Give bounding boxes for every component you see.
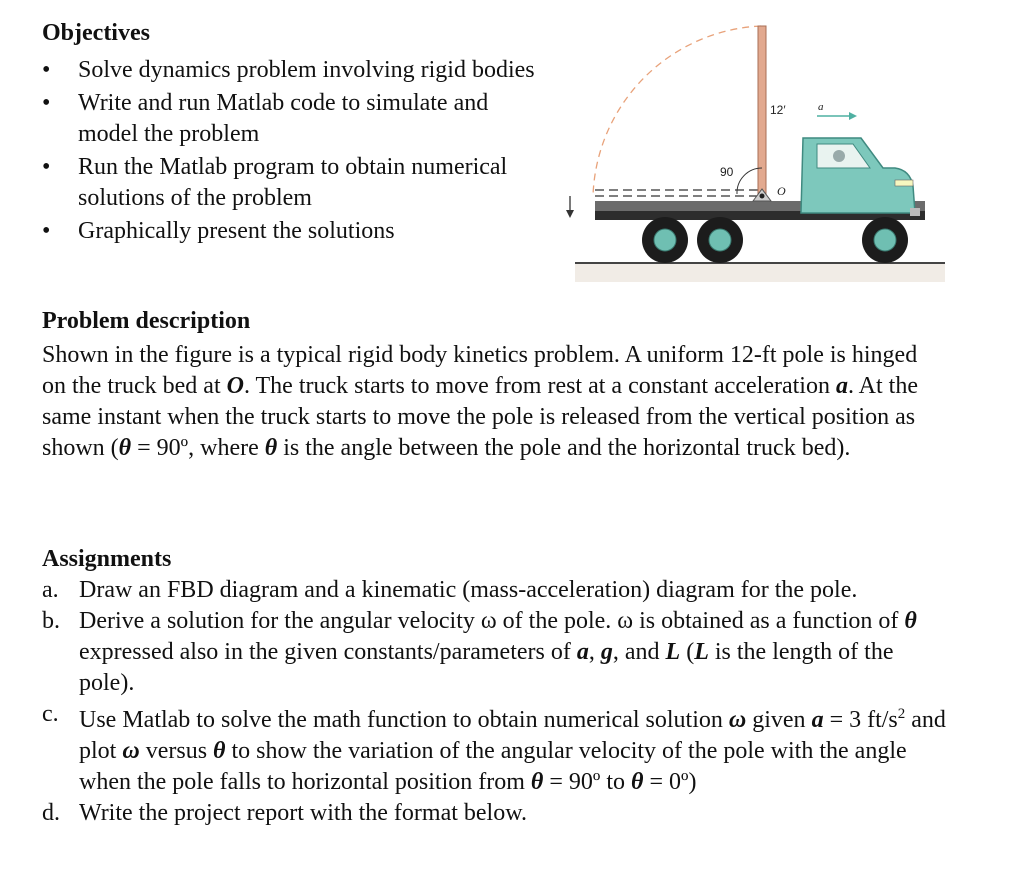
truck-bed-frame: [595, 211, 925, 220]
bullet-icon: •: [42, 90, 51, 116]
bullet-icon: •: [42, 218, 51, 244]
length-symbol: L: [694, 639, 709, 665]
assignment-text: = 0º): [643, 769, 697, 795]
angle-arc: [736, 167, 763, 195]
objective-text: Write and run Matlab code to simulate an…: [78, 90, 489, 147]
objectives-heading: Objectives: [42, 20, 150, 46]
rear-wheel-1: [642, 217, 688, 263]
theta-symbol: θ: [530, 769, 544, 795]
item-marker: a.: [42, 577, 59, 603]
problem-paragraph: Shown in the figure is a typical rigid b…: [42, 340, 942, 464]
assignment-text: to show the variation of the angular vel…: [79, 738, 907, 795]
objectives-list: • Solve dynamics problem involving rigid …: [42, 55, 542, 247]
list-item: • Graphically present the solutions: [42, 216, 542, 247]
pivot-label: O: [777, 184, 786, 198]
assignment-text: (: [680, 639, 695, 665]
objective-text: Run the Matlab program to obtain numeric…: [78, 154, 508, 211]
theta-symbol: θ: [213, 738, 226, 764]
accel-label: a: [818, 101, 824, 113]
accel-symbol: a: [811, 707, 824, 733]
theta-symbol: θ: [904, 608, 917, 634]
gravity-symbol: g: [600, 639, 613, 665]
list-item: c. Use Matlab to solve the math function …: [42, 699, 952, 798]
bumper: [910, 208, 920, 216]
pivot-dot: [759, 193, 765, 199]
headlight: [894, 179, 914, 187]
front-wheel: [862, 217, 908, 263]
bullet-icon: •: [42, 154, 51, 180]
assignment-text: is the length of the pole).: [79, 639, 894, 696]
theta-symbol: θ: [631, 769, 644, 795]
angle-label: 90: [720, 165, 734, 179]
assignment-text: = 3 ft/s: [823, 707, 898, 733]
problem-text: . The truck starts to move from rest at …: [243, 373, 836, 399]
assignment-text: Use Matlab to solve the math function to…: [79, 707, 729, 733]
superscript: 2: [897, 706, 906, 722]
length-symbol: L: [665, 639, 681, 665]
assignment-text: , and: [612, 639, 666, 665]
assignment-text: and plot: [79, 707, 946, 764]
assignment-text: Write the project report with the format…: [79, 800, 527, 826]
assignment-text: = 90º to: [543, 769, 632, 795]
truck-pole-figure: 12′ a 90 O ω: [553, 18, 950, 293]
list-item: d. Write the project report with the form…: [42, 798, 952, 829]
list-item: • Write and run Matlab code to simulate a…: [42, 88, 542, 150]
arrow-head-icon: [849, 112, 857, 120]
pole: [757, 25, 767, 197]
length-label: 12′: [770, 103, 786, 117]
list-item: b. Derive a solution for the angular velo…: [42, 606, 952, 699]
ground-shade: [575, 264, 945, 282]
assignments-heading: Assignments: [42, 546, 172, 572]
list-item: a. Draw an FBD diagram and a kinematic (m…: [42, 575, 952, 606]
accel-symbol: a: [835, 373, 848, 399]
pole-swing-arc: [592, 25, 762, 197]
item-marker: d.: [42, 800, 60, 826]
omega-arrow-head-icon: [566, 210, 574, 218]
theta-symbol: θ: [118, 435, 132, 461]
assignment-text: versus: [139, 738, 214, 764]
problem-text: Shown in the figure is a typical rigid b…: [42, 342, 918, 399]
assignment-text: expressed also in the given constants/pa…: [79, 639, 577, 665]
driver: [833, 150, 845, 162]
objective-text: Solve dynamics problem involving rigid b…: [78, 57, 535, 83]
truck-bed-top: [595, 201, 925, 211]
assignments-list: a. Draw an FBD diagram and a kinematic (m…: [42, 575, 952, 829]
assignments-section: Assignments a. Draw an FBD diagram and a …: [42, 546, 952, 829]
assignment-text: Derive a solution for the angular veloci…: [79, 608, 905, 634]
item-marker: c.: [42, 701, 59, 727]
pivot-symbol: O: [226, 373, 244, 399]
theta-symbol: θ: [264, 435, 278, 461]
bullet-icon: •: [42, 57, 51, 83]
objectives-section: Objectives • Solve dynamics problem invol…: [42, 20, 542, 249]
problem-heading: Problem description: [42, 308, 251, 334]
problem-text: = 90º, where: [131, 435, 265, 461]
omega-symbol: ω: [728, 707, 747, 733]
item-marker: b.: [42, 608, 60, 634]
problem-text: . At the same instant when the truck sta…: [42, 373, 918, 461]
omega-symbol: ω: [122, 738, 140, 764]
assignment-text: Draw an FBD diagram and a kinematic (mas…: [79, 577, 858, 603]
list-item: • Solve dynamics problem involving rigid …: [42, 55, 542, 86]
assignment-text: ,: [588, 639, 601, 665]
assignment-text: given: [746, 707, 812, 733]
problem-text: is the angle between the pole and the ho…: [277, 435, 851, 461]
accel-symbol: a: [576, 639, 589, 665]
rear-wheel-2: [697, 217, 743, 263]
list-item: • Run the Matlab program to obtain numeri…: [42, 152, 542, 214]
figure-svg: 12′ a 90 O ω: [553, 25, 945, 282]
objective-text: Graphically present the solutions: [78, 218, 395, 244]
